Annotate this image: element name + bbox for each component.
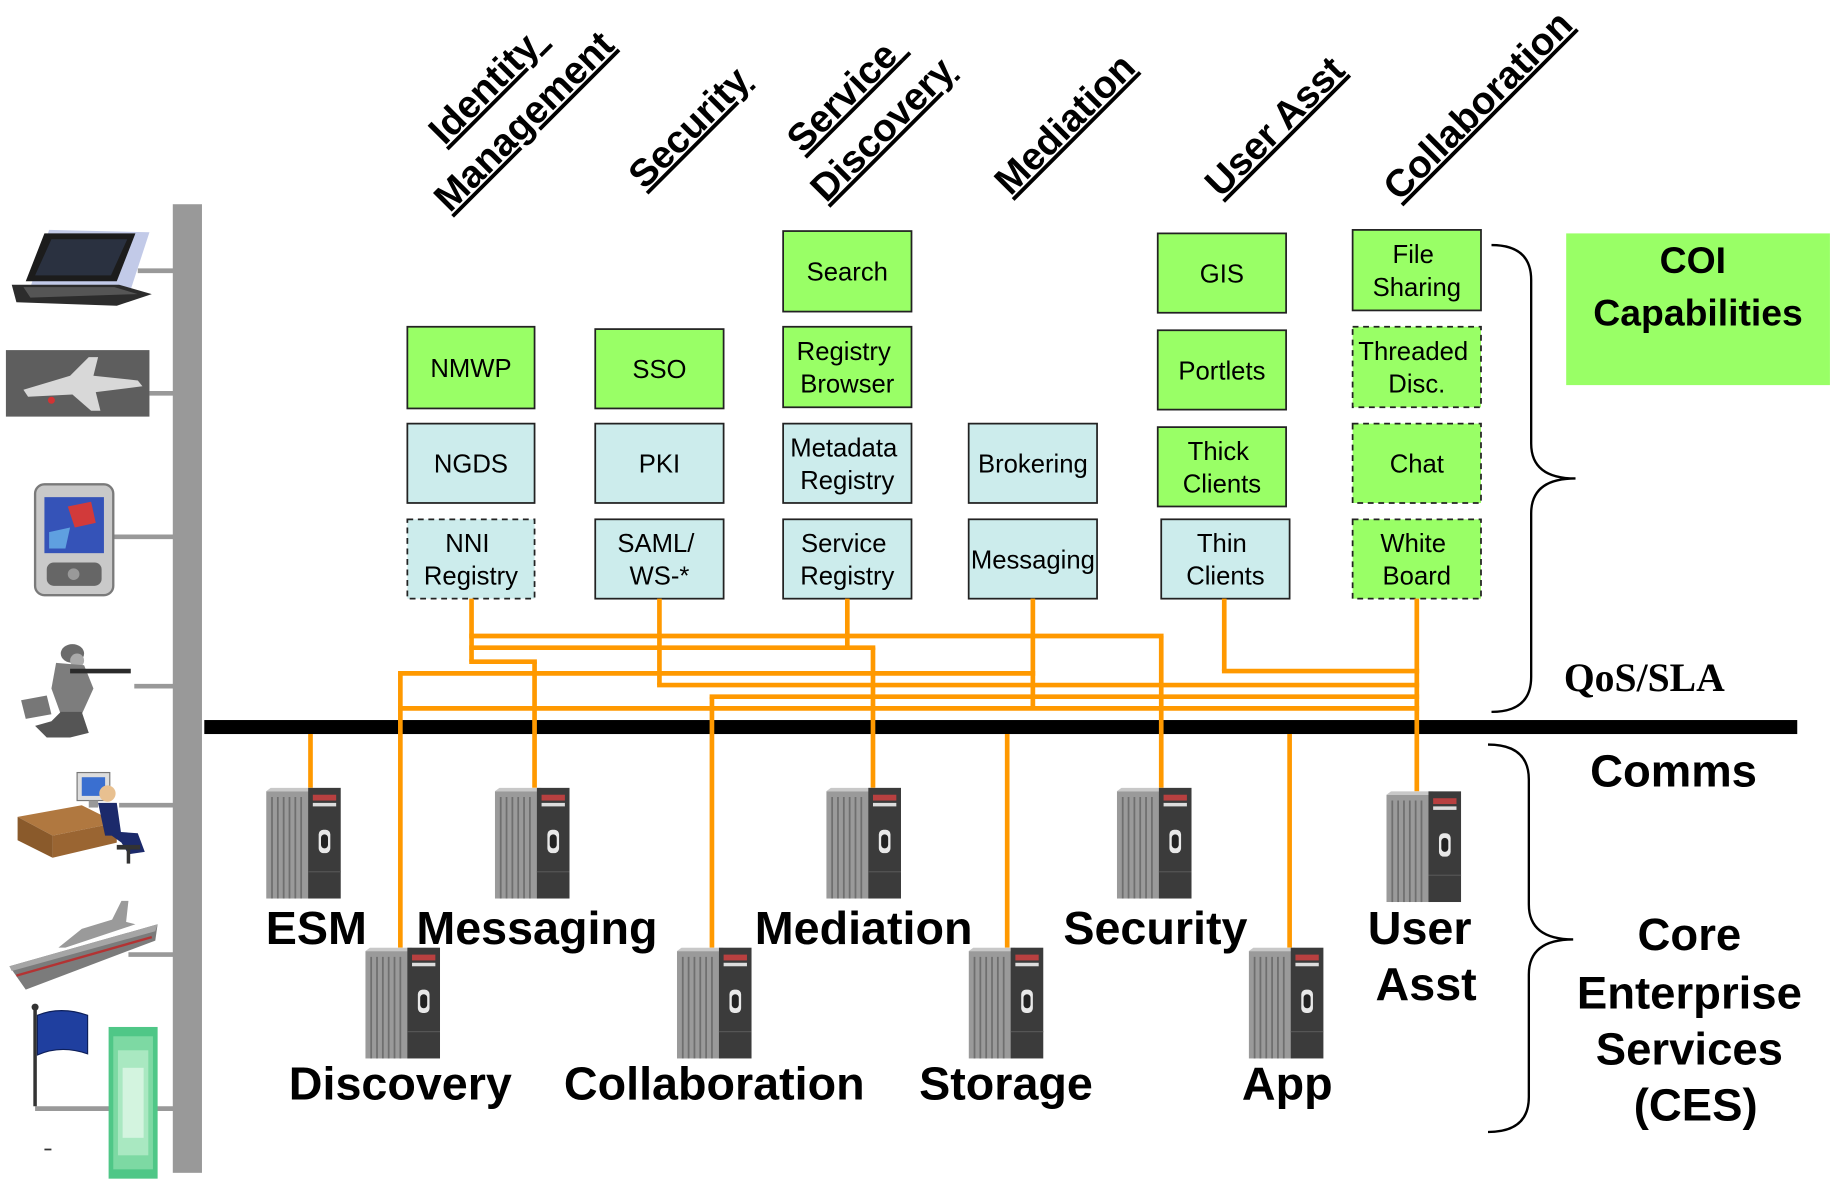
server-label-discovery: Discovery bbox=[289, 1057, 512, 1109]
box-portlets: Portlets bbox=[1156, 329, 1287, 411]
box-label: Registry Browser bbox=[797, 338, 898, 399]
flag-icon bbox=[31, 1003, 89, 1107]
box-file-sharing: File Sharing bbox=[1351, 229, 1482, 312]
server-icon-storage bbox=[968, 947, 1044, 1059]
laptop-icon bbox=[11, 229, 152, 306]
server-label-storage: Storage bbox=[919, 1057, 1093, 1109]
box-label: Metadata Registry bbox=[790, 434, 904, 495]
header-label: Mediation bbox=[986, 46, 1143, 203]
box-nni-registry: NNI Registry bbox=[406, 518, 536, 600]
box-label: Messaging bbox=[971, 546, 1095, 574]
box-metadata-registry: Metadata Registry bbox=[782, 422, 913, 504]
server-label-mediation: Mediation bbox=[755, 902, 973, 954]
server-icon-user-asst bbox=[1386, 791, 1462, 903]
box-service-registry: Service Registry bbox=[782, 518, 913, 600]
coi-capabilities-label: COI Capabilities bbox=[1593, 239, 1803, 334]
box-search: Search bbox=[782, 230, 913, 313]
server-label-security: Security bbox=[1063, 902, 1247, 954]
box-registry-browser: Registry Browser bbox=[782, 325, 913, 409]
server-label-messaging: Messaging bbox=[416, 902, 657, 954]
box-label: NGDS bbox=[434, 451, 508, 479]
comms-label: Comms bbox=[1590, 746, 1757, 797]
header-mediation: Mediation bbox=[986, 46, 1143, 203]
box-sso: SSO bbox=[594, 328, 725, 410]
box-label: Thick Clients bbox=[1183, 438, 1261, 499]
box-white-board: White Board bbox=[1351, 518, 1482, 600]
ces-label: Core Enterprise Services (CES) bbox=[1577, 909, 1815, 1130]
header-label: Service Discovery bbox=[766, 13, 963, 210]
box-label: GIS bbox=[1200, 260, 1244, 288]
box-label: Brokering bbox=[978, 451, 1088, 479]
box-messaging: Messaging bbox=[967, 518, 1098, 600]
box-label: Portlets bbox=[1178, 357, 1265, 385]
box-saml-ws: SAML/ WS-* bbox=[594, 518, 725, 600]
server-icon-collaboration bbox=[676, 947, 752, 1059]
qos-sla-label: QoS/SLA bbox=[1564, 656, 1725, 700]
header-service-discovery: Service Discovery bbox=[766, 13, 963, 210]
header-user-asst: User Asst bbox=[1197, 48, 1354, 205]
header-label: User Asst bbox=[1197, 48, 1354, 205]
coi-brace bbox=[1491, 243, 1576, 714]
server-label-app: App bbox=[1242, 1057, 1333, 1109]
header-collaboration: Collaboration bbox=[1375, 3, 1581, 209]
orange-connectors bbox=[308, 598, 1420, 948]
server-icon-discovery bbox=[365, 947, 441, 1059]
box-threaded-disc: Threaded Disc. bbox=[1351, 325, 1482, 409]
box-label: Chat bbox=[1390, 451, 1444, 479]
header-label: Security bbox=[620, 59, 758, 197]
box-brokering: Brokering bbox=[967, 422, 1098, 504]
coi-capabilities-badge: COI Capabilities bbox=[1566, 233, 1830, 386]
box-nmwp: NMWP bbox=[406, 325, 536, 410]
box-label: White Board bbox=[1380, 530, 1453, 591]
box-ngds: NGDS bbox=[406, 422, 536, 504]
workstation-operator-icon bbox=[17, 771, 145, 864]
box-chat: Chat bbox=[1351, 422, 1482, 504]
box-label: Service Registry bbox=[800, 530, 894, 591]
server-icon-app bbox=[1248, 947, 1324, 1059]
server-icon-security bbox=[1116, 787, 1192, 899]
box-thin-clients: Thin Clients bbox=[1160, 518, 1291, 600]
ship-icon bbox=[9, 900, 158, 990]
server-label-user-asst: User Asst bbox=[1368, 902, 1485, 1010]
header-label: Identity Management bbox=[389, 0, 622, 220]
ces-brace bbox=[1487, 743, 1574, 1134]
soldier-icon bbox=[21, 644, 131, 738]
box-label: SSO bbox=[632, 356, 686, 384]
device-links bbox=[35, 268, 176, 1111]
box-label: SAML/ WS-* bbox=[617, 530, 701, 591]
box-gis: GIS bbox=[1156, 232, 1287, 314]
box-label: Thin Clients bbox=[1186, 530, 1264, 591]
header-security: Security bbox=[620, 59, 758, 197]
pda-icon bbox=[33, 483, 115, 597]
network-bus bbox=[204, 720, 1798, 735]
header-identity-management: Identity Management bbox=[389, 0, 622, 220]
green-panel-icon bbox=[108, 1026, 158, 1179]
box-label: NMWP bbox=[430, 355, 511, 383]
fighter-jet-icon bbox=[5, 350, 150, 417]
header-label: Collaboration bbox=[1375, 3, 1581, 209]
box-label: PKI bbox=[639, 451, 680, 479]
box-label: File Sharing bbox=[1373, 241, 1461, 302]
server-label-collaboration: Collaboration bbox=[564, 1057, 865, 1109]
server-label-esm: ESM bbox=[266, 902, 367, 954]
device-bus-bar bbox=[172, 204, 202, 1173]
box-pki: PKI bbox=[594, 422, 725, 504]
box-label: Threaded Disc. bbox=[1358, 338, 1475, 399]
box-label: NNI Registry bbox=[424, 530, 518, 591]
server-icon-messaging bbox=[494, 787, 570, 899]
box-thick-clients: Thick Clients bbox=[1156, 426, 1287, 508]
server-icon-esm bbox=[266, 787, 341, 899]
box-label: Search bbox=[807, 259, 888, 287]
server-icon-mediation bbox=[826, 787, 901, 899]
